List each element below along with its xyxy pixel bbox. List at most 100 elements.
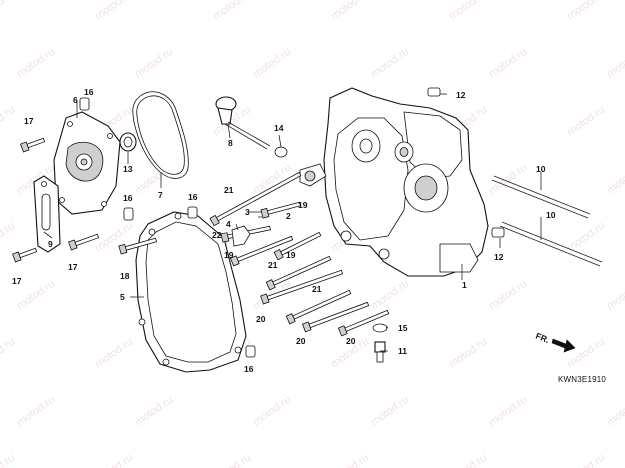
- callout-6: 6: [73, 95, 78, 105]
- watermark-text: motod.ru: [605, 162, 625, 197]
- flange-bolt: [260, 269, 344, 305]
- cover-gasket: [135, 211, 247, 373]
- watermark-text: motod.ru: [15, 46, 57, 81]
- flange-bolt: [265, 255, 332, 291]
- watermark-text: motod.ru: [0, 0, 17, 22]
- watermark-text: motod.ru: [251, 46, 293, 81]
- callout-12-right: 12: [494, 252, 504, 262]
- callout-16-c: 16: [188, 192, 198, 202]
- breather-plate: [231, 225, 251, 247]
- watermark-text: motod.ru: [565, 0, 607, 22]
- callout-16-b: 16: [123, 193, 133, 203]
- callout-9: 9: [48, 239, 53, 249]
- watermark-text: motod.ru: [487, 162, 529, 197]
- callout-10-lower: 10: [546, 210, 556, 220]
- watermark-text: motod.ru: [211, 0, 253, 22]
- watermark-text: motod.ru: [329, 0, 371, 22]
- flange-bolt: [209, 171, 302, 227]
- watermark-text: motod.ru: [447, 336, 489, 371]
- oil-seal: [119, 132, 137, 152]
- watermark-text: motod.ru: [93, 452, 135, 468]
- watermark-text: motod.ru: [211, 452, 253, 468]
- oil-dipstick: [215, 96, 271, 150]
- flange-bolt: [229, 235, 294, 267]
- flange-bolt: [302, 301, 370, 333]
- callout-19-b: 19: [224, 250, 234, 260]
- callout-17-a: 17: [24, 116, 34, 126]
- dowel-pin-16d: [245, 345, 256, 358]
- callout-labels: 1 2 3 4 5 6 7 8 9 10 10 11 12 12 13 14 1…: [12, 87, 556, 374]
- front-direction-marker: FR.: [534, 331, 576, 353]
- watermark-text: motod.ru: [369, 46, 411, 81]
- callout-19-c: 19: [286, 250, 296, 260]
- watermark-text: motod.ru: [93, 336, 135, 371]
- watermark-text: motod.ru: [251, 394, 293, 429]
- watermark-text: motod.ru: [447, 452, 489, 468]
- watermark-text: motod.ru: [0, 220, 17, 255]
- callout-5: 5: [120, 292, 125, 302]
- watermark-text: motod.ru: [605, 394, 625, 429]
- watermark-text: motod.ru: [565, 452, 607, 468]
- drain-bolt: [374, 341, 386, 363]
- callout-12-top: 12: [456, 90, 466, 100]
- watermark-text: motod.ru: [0, 104, 17, 139]
- watermark-text: motod.ru: [565, 336, 607, 371]
- watermark-text: motod.ru: [0, 336, 17, 371]
- callout-21-b: 21: [268, 260, 278, 270]
- o-ring-seal-inner: [136, 95, 185, 175]
- flange-bolts: [12, 137, 390, 337]
- watermark-text: motod.ru: [605, 46, 625, 81]
- flange-bolt: [68, 233, 100, 251]
- callout-16-d: 16: [244, 364, 254, 374]
- callout-11: 11: [398, 346, 407, 356]
- watermark-text: motod.ru: [329, 452, 371, 468]
- guide-bracket: [33, 175, 61, 253]
- watermark-text: motod.ru: [93, 0, 135, 22]
- callout-18: 18: [120, 271, 130, 281]
- flange-bolt: [273, 231, 322, 261]
- watermark-text: motod.ru: [565, 220, 607, 255]
- callout-8: 8: [228, 138, 233, 148]
- callout-15: 15: [398, 323, 408, 333]
- callout-7: 7: [158, 190, 163, 200]
- drain-bolt-washer: [372, 323, 388, 333]
- dowel-pin-16c: [187, 206, 198, 219]
- watermark-text: motod.ru: [133, 394, 175, 429]
- callout-3: 3: [245, 207, 250, 217]
- watermark-text: motod.ru: [487, 46, 529, 81]
- callout-14: 14: [274, 123, 284, 133]
- callout-17-c: 17: [12, 276, 22, 286]
- watermark-text: motod.ru: [605, 278, 625, 313]
- flange-bolt: [285, 289, 352, 325]
- dowel-pin-right: [491, 227, 505, 238]
- watermark-text: motod.ru: [0, 452, 17, 468]
- front-marker-label: FR.: [534, 331, 550, 345]
- callout-13: 13: [123, 164, 133, 174]
- watermark-text: motod.ru: [369, 278, 411, 313]
- flange-bolt: [260, 201, 301, 219]
- watermark-text: motod.ru: [565, 104, 607, 139]
- callout-20-b: 20: [296, 336, 306, 346]
- callout-21-c: 21: [312, 284, 322, 294]
- watermark-text: motod.ru: [487, 278, 529, 313]
- callout-16-a: 16: [84, 87, 94, 97]
- dipstick-washer: [274, 146, 288, 158]
- callout-4: 4: [226, 219, 231, 229]
- callout-20-c: 20: [346, 336, 356, 346]
- watermark-text: motod.ru: [487, 394, 529, 429]
- callout-20-a: 20: [256, 314, 266, 324]
- pump-cover: [53, 111, 121, 215]
- callout-22: 22: [212, 230, 222, 240]
- callout-1: 1: [462, 280, 467, 290]
- watermark-text: motod.ru: [447, 0, 489, 22]
- watermark-text: motod.ru: [369, 394, 411, 429]
- leader-lines: [43, 93, 542, 352]
- callout-19-a: 19: [298, 200, 308, 210]
- callout-10-upper: 10: [536, 164, 546, 174]
- callout-21-a: 21: [224, 185, 234, 195]
- watermark-text: motod.ru: [15, 394, 57, 429]
- callout-17-b: 17: [68, 262, 78, 272]
- stud-bolt-lower: [499, 221, 603, 267]
- dowel-pin-16a: [79, 97, 90, 111]
